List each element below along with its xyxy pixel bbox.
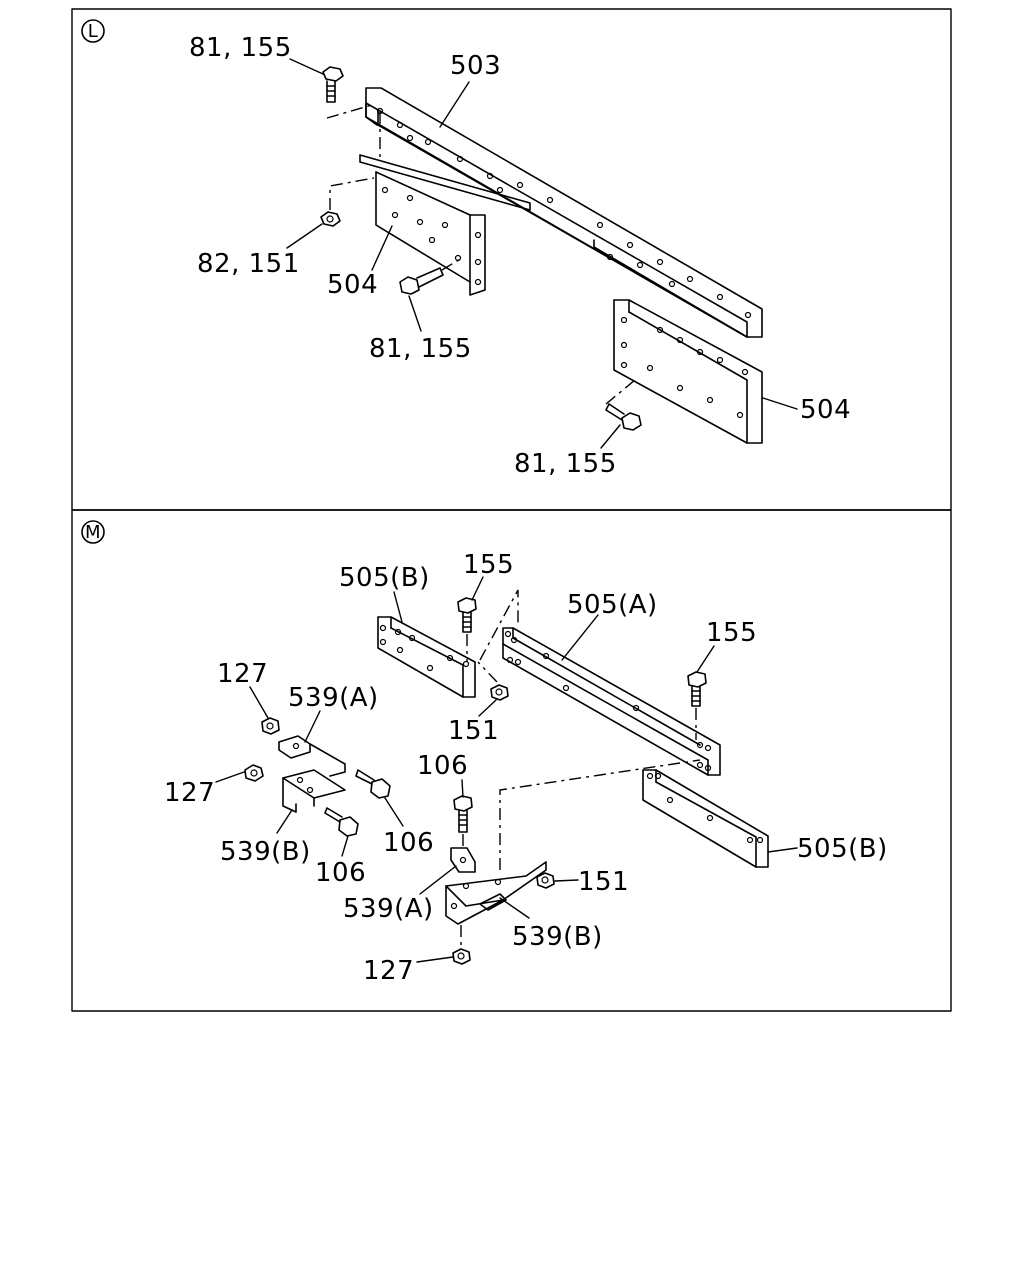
callout-82-151: 82, 151	[197, 249, 300, 279]
nut-127-top	[261, 717, 280, 735]
part-505a	[502, 627, 721, 776]
bolt-106-left-upper	[355, 769, 391, 799]
part-504-left-bracket	[375, 171, 486, 296]
callout-503: 503	[450, 51, 501, 81]
panel-l-letter: L	[88, 21, 99, 42]
callout-539a-top: 539(A)	[288, 683, 379, 713]
bolt-155-right	[687, 671, 707, 707]
part-503-rail	[359, 87, 763, 338]
part-505b-upper	[377, 616, 476, 698]
callout-81-155-bottom: 81, 155	[514, 449, 617, 479]
bolt-bottom-right	[605, 403, 642, 431]
part-504-right-bracket	[613, 299, 763, 444]
callout-127-bottom: 127	[363, 956, 414, 986]
bolt-mid	[399, 267, 444, 295]
panel-m: M	[71, 509, 952, 1012]
callout-127-top: 127	[217, 659, 268, 689]
callout-505a: 505(A)	[567, 590, 658, 620]
bolt-106-left-lower	[324, 807, 359, 837]
part-505b-right	[642, 769, 769, 868]
callout-539a-low: 539(A)	[343, 894, 434, 924]
nut-127-left	[244, 764, 264, 782]
part-539-left-cluster	[278, 735, 346, 813]
nut-151-mid	[490, 684, 509, 701]
callout-504-left: 504	[327, 270, 378, 300]
callout-155-top: 155	[463, 550, 514, 580]
callout-505b-top: 505(B)	[339, 563, 430, 593]
callout-106-right: 106	[383, 828, 434, 858]
callout-539b-low: 539(B)	[512, 922, 603, 952]
callout-505b-right: 505(B)	[797, 834, 888, 864]
panel-m-frame	[71, 509, 952, 1012]
callout-155-right: 155	[706, 618, 757, 648]
nut-left	[320, 211, 341, 227]
callout-81-155-top: 81, 155	[189, 33, 292, 63]
nut-151-low	[536, 872, 555, 889]
callout-81-155-mid: 81, 155	[369, 334, 472, 364]
panel-l: L	[71, 8, 952, 511]
callout-539b-left: 539(B)	[220, 837, 311, 867]
callout-127-left: 127	[164, 778, 215, 808]
panel-l-badge	[81, 19, 105, 43]
callout-106-center: 106	[417, 751, 468, 781]
callout-151-mid: 151	[448, 716, 499, 746]
bolt-top-left	[322, 66, 344, 103]
callout-504-right: 504	[800, 395, 851, 425]
callout-106-low: 106	[315, 858, 366, 888]
bolt-106-center	[453, 795, 473, 833]
bolt-155-top	[457, 597, 477, 633]
part-539-center-cluster	[445, 847, 547, 925]
callout-151-low: 151	[578, 867, 629, 897]
nut-127-bottom	[452, 948, 471, 965]
panel-m-letter: M	[85, 522, 101, 543]
panel-m-badge	[81, 520, 105, 544]
